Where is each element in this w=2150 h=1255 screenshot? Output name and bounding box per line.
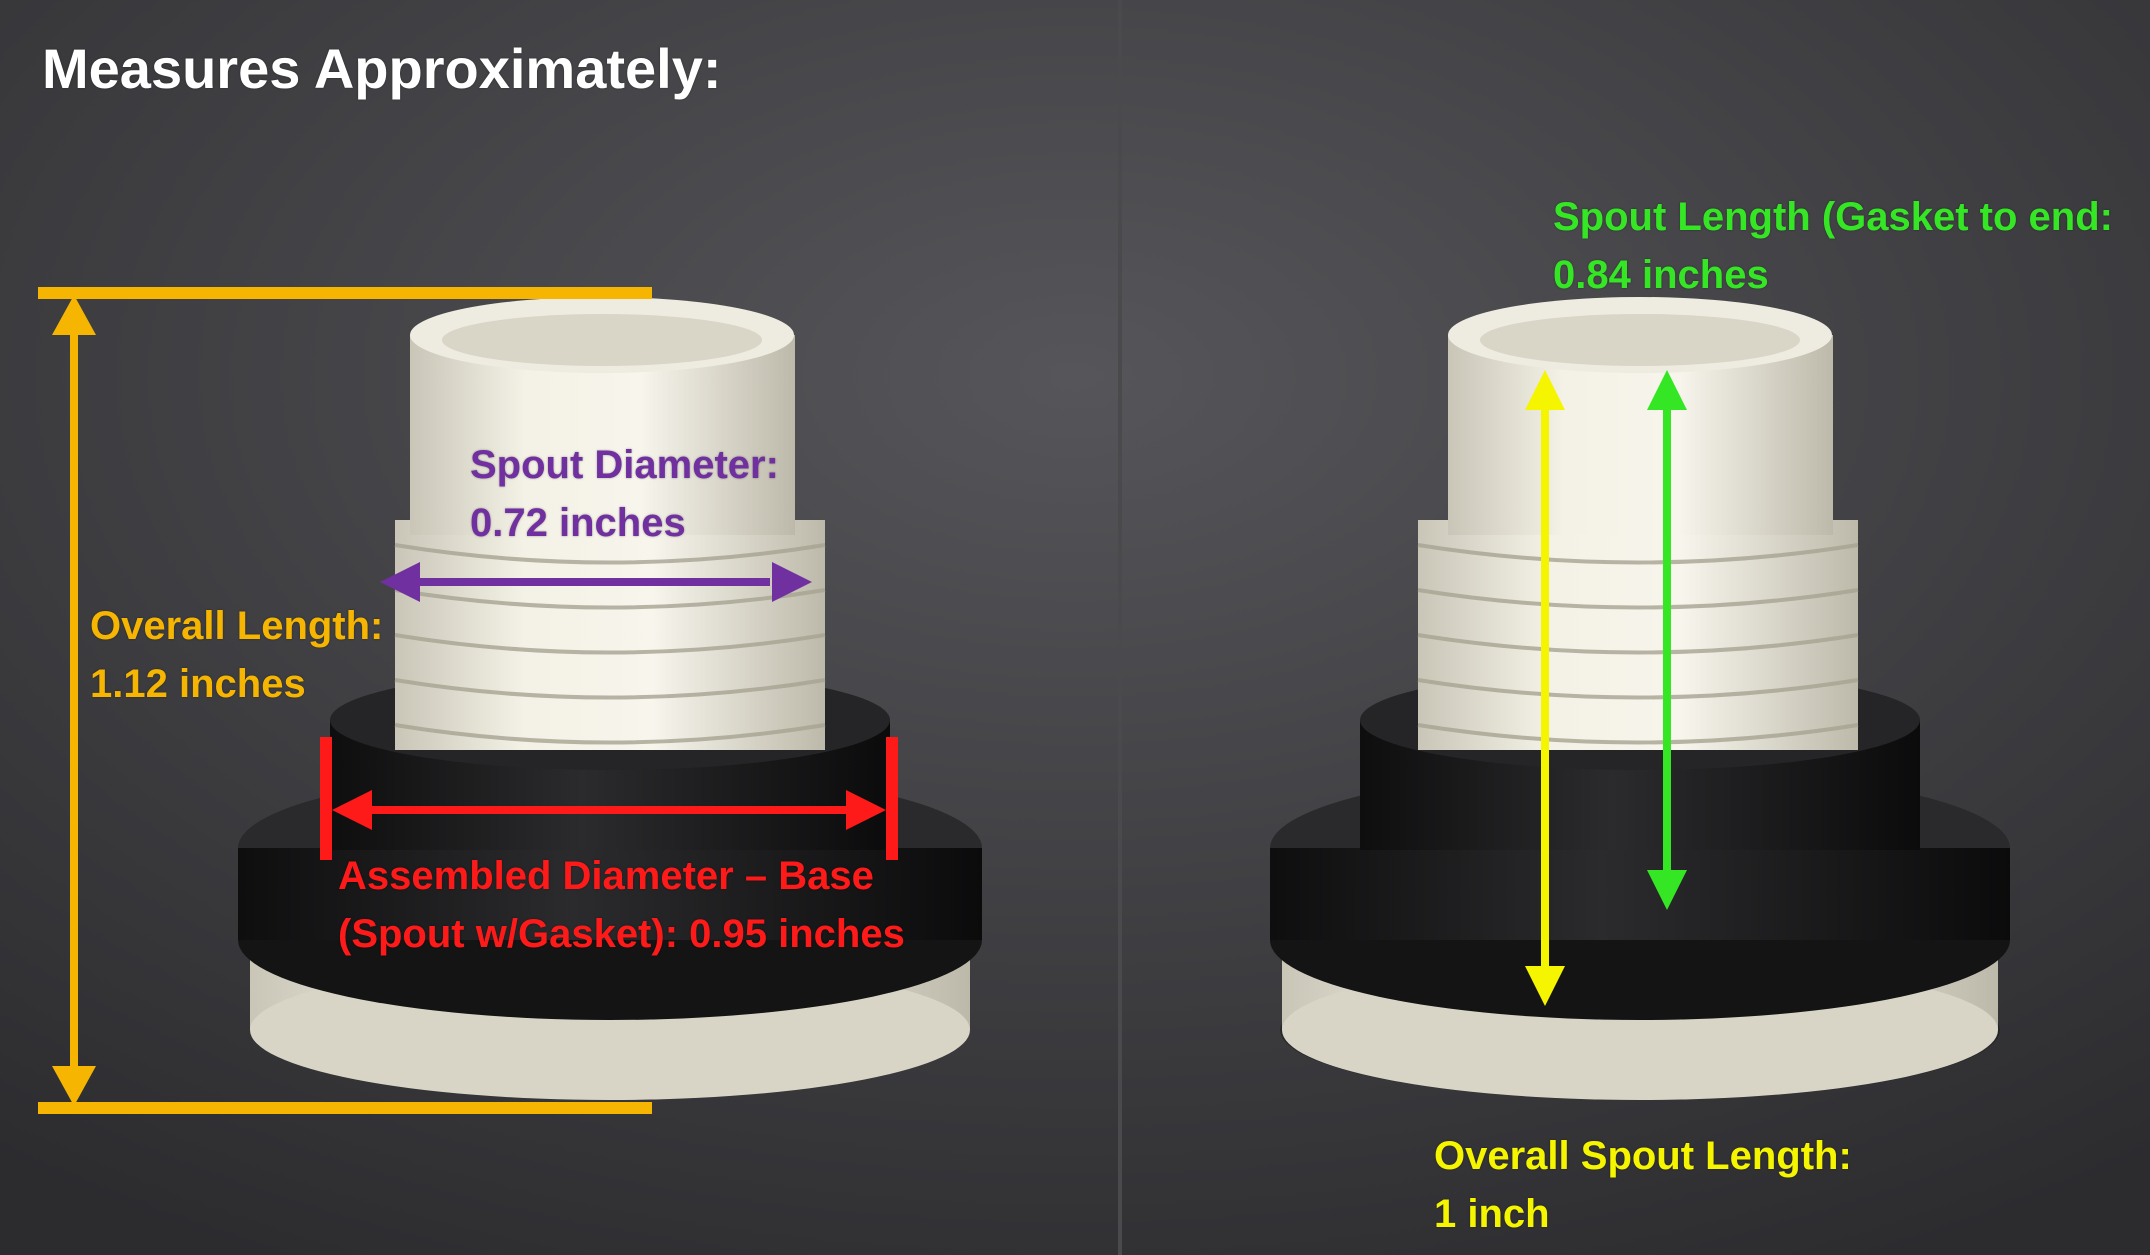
spout-length-caption: Spout Length (Gasket to end: <box>1553 195 2113 239</box>
overall-spout-length-value: 1 inch <box>1434 1192 1550 1236</box>
spout-diameter-value: 0.72 inches <box>470 501 686 545</box>
assembled-diameter-dimension <box>320 737 898 860</box>
overall-spout-length-dimension <box>1525 370 1565 1006</box>
spout-diameter-dimension <box>380 562 812 602</box>
panel-divider <box>1118 0 1122 1255</box>
overall-spout-length-caption: Overall Spout Length: <box>1434 1134 1852 1178</box>
left-fitting <box>238 297 982 1100</box>
assembled-diameter-label: Assembled Diameter – Base (Spout w/Gaske… <box>338 847 905 963</box>
assembled-diameter-value: (Spout w/Gasket): 0.95 inches <box>338 912 905 956</box>
page-title: Measures Approximately: <box>42 37 722 100</box>
spout-length-label: Spout Length (Gasket to end: 0.84 inches <box>1553 188 2113 304</box>
spout-diameter-label: Spout Diameter: 0.72 inches <box>470 436 779 552</box>
overall-length-dimension <box>38 287 652 1114</box>
spout-length-dimension <box>1647 370 1687 910</box>
spout-length-value: 0.84 inches <box>1553 253 1769 297</box>
overall-length-caption: Overall Length: <box>90 604 384 648</box>
assembled-diameter-caption: Assembled Diameter – Base <box>338 854 874 898</box>
overall-length-label: Overall Length: 1.12 inches <box>90 597 383 713</box>
right-fitting <box>1270 297 2010 1100</box>
overall-length-value: 1.12 inches <box>90 662 306 706</box>
spout-diameter-caption: Spout Diameter: <box>470 443 779 487</box>
overall-spout-length-label: Overall Spout Length: 1 inch <box>1434 1127 1852 1243</box>
